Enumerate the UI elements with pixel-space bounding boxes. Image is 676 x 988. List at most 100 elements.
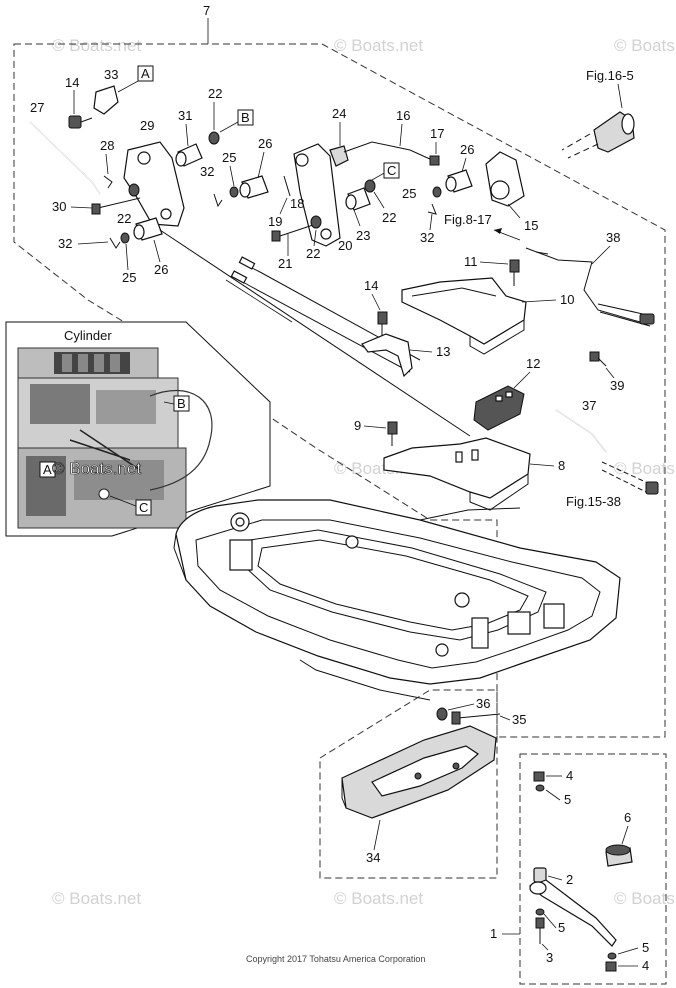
callout-36: 36 <box>476 696 490 711</box>
part-34-pad: 34 <box>341 725 497 865</box>
inset-ref-c: C <box>139 500 148 515</box>
watermark: © Boats.net <box>334 36 423 55</box>
part-19-pin: 19 <box>268 175 291 229</box>
watermark: © Boats.net <box>52 459 141 478</box>
callout-23: 23 <box>356 228 370 243</box>
watermark: © Boats.net <box>52 36 141 55</box>
callout-17: 17 <box>430 126 444 141</box>
ref-box-c <box>383 162 400 179</box>
callout-38: 38 <box>606 230 620 245</box>
part-13-bracket: 13 <box>361 333 450 378</box>
watermark: © Boats.net <box>614 459 676 478</box>
ref-a: A <box>141 66 150 81</box>
part-38-harness: Fig.8-17 38 <box>444 212 655 327</box>
watermark: © Boats.net <box>614 889 676 908</box>
inset-ref-a: A <box>43 462 52 477</box>
part-35-36-bolt: 36 35 <box>436 696 526 727</box>
callout-3: 3 <box>546 950 553 965</box>
inset-ref-box-b <box>173 395 190 412</box>
callout-8: 8 <box>558 458 565 473</box>
watermarks: © Boats.net © Boats.net © Boats.net © Bo… <box>52 36 676 908</box>
inset-ref-box-a <box>39 461 56 478</box>
part-32-cotter: 32 <box>200 164 223 208</box>
part-29-lever: 29 <box>123 118 185 227</box>
callout-14: 14 <box>364 278 378 293</box>
part-33-bracket: A 33 <box>93 65 154 115</box>
callout-26: 26 <box>258 136 272 151</box>
ref-c: C <box>387 163 396 178</box>
cylinder-inset: Cylinder B A C © Boats.net <box>5 321 271 537</box>
callout-6: 6 <box>624 810 631 825</box>
fig-ref-15-38: Fig.15-38 <box>566 494 621 509</box>
assembly-7-boundary <box>13 43 666 738</box>
group-34-boundary <box>319 689 498 879</box>
part-22-washer-b: 22 B <box>208 86 254 145</box>
callout-37: 37 <box>582 398 596 413</box>
callout-19: 19 <box>268 214 282 229</box>
callout-15: 15 <box>524 218 538 233</box>
fig16-5-connector: Fig.16-5 <box>561 68 635 159</box>
watermark: © Boats.net <box>614 36 676 55</box>
part-14-screw-mid: 14 <box>364 278 388 338</box>
callout-5: 5 <box>564 792 571 807</box>
callout-18: 18 <box>290 196 304 211</box>
part-5-washer-top: 5 <box>535 784 571 807</box>
part-9-screw: 9 <box>354 418 398 446</box>
part-3-bolt: 3 <box>535 917 553 965</box>
inset-ref-box-c <box>135 499 152 516</box>
lower-cover <box>173 499 621 701</box>
callout-20: 20 <box>338 238 352 253</box>
part-20-lever: 18 20 <box>290 143 352 253</box>
part-24-clip: 24 <box>329 106 349 167</box>
part-31-pin: 31 <box>175 108 203 167</box>
callout-1: 1 <box>490 926 497 941</box>
part-21-bolt: 21 22 <box>271 215 322 271</box>
callout-32: 32 <box>58 236 72 251</box>
ref-box-a <box>137 65 154 82</box>
callout-11: 11 <box>464 254 478 269</box>
ref-b: B <box>241 110 250 125</box>
fig15-38-part: Fig.15-38 <box>566 461 659 509</box>
callout-33: 33 <box>104 67 118 82</box>
callout-30: 30 <box>52 199 66 214</box>
callout-35: 35 <box>512 712 526 727</box>
callout-13: 13 <box>436 344 450 359</box>
part-17-nut: 17 <box>429 126 444 166</box>
callout-34: 34 <box>366 850 380 865</box>
callout-10: 10 <box>560 292 574 307</box>
callout-22: 22 <box>306 246 320 261</box>
callout-26: 26 <box>154 262 168 277</box>
callout-22: 22 <box>117 211 131 226</box>
part-39-screw: 39 <box>589 351 624 393</box>
callout-25: 25 <box>222 150 236 165</box>
part-6-grommet: 6 <box>605 810 633 867</box>
callout-32: 32 <box>200 164 214 179</box>
ref-box-b <box>237 109 254 126</box>
fig-ref-16-5: Fig.16-5 <box>586 68 634 83</box>
callout-27: 27 <box>30 100 44 115</box>
part-25-26-middle: 25 26 <box>222 136 272 199</box>
callout-4: 4 <box>566 768 573 783</box>
inset-title: Cylinder <box>64 328 112 343</box>
callout-14: 14 <box>65 75 79 90</box>
part-5-washer-bottom: 5 <box>607 940 649 960</box>
part-15-lever: 15 <box>485 151 538 233</box>
part-4-nut-bottom: 4 <box>605 958 649 973</box>
part-12-switch: 12 <box>473 356 540 431</box>
callout-2: 2 <box>566 872 573 887</box>
part-11-screw: 11 <box>464 254 520 286</box>
group-1-boundary <box>519 753 667 985</box>
callout-5: 5 <box>642 940 649 955</box>
part-14-screw: 14 <box>65 75 93 129</box>
copyright-text: Copyright 2017 Tohatsu America Corporati… <box>246 954 425 964</box>
part-32-25-26-lower: 32 25 26 <box>58 217 168 285</box>
part-16-rod: 16 <box>343 108 433 161</box>
part-22-washer: 22 <box>117 183 140 226</box>
callout-28: 28 <box>100 138 114 153</box>
callout-7: 7 <box>203 3 210 18</box>
callout-4: 4 <box>642 958 649 973</box>
callout-16: 16 <box>396 108 410 123</box>
callout-12: 12 <box>526 356 540 371</box>
part-30-bolt: 30 <box>52 197 141 215</box>
part-28-clip: 28 <box>100 138 114 189</box>
